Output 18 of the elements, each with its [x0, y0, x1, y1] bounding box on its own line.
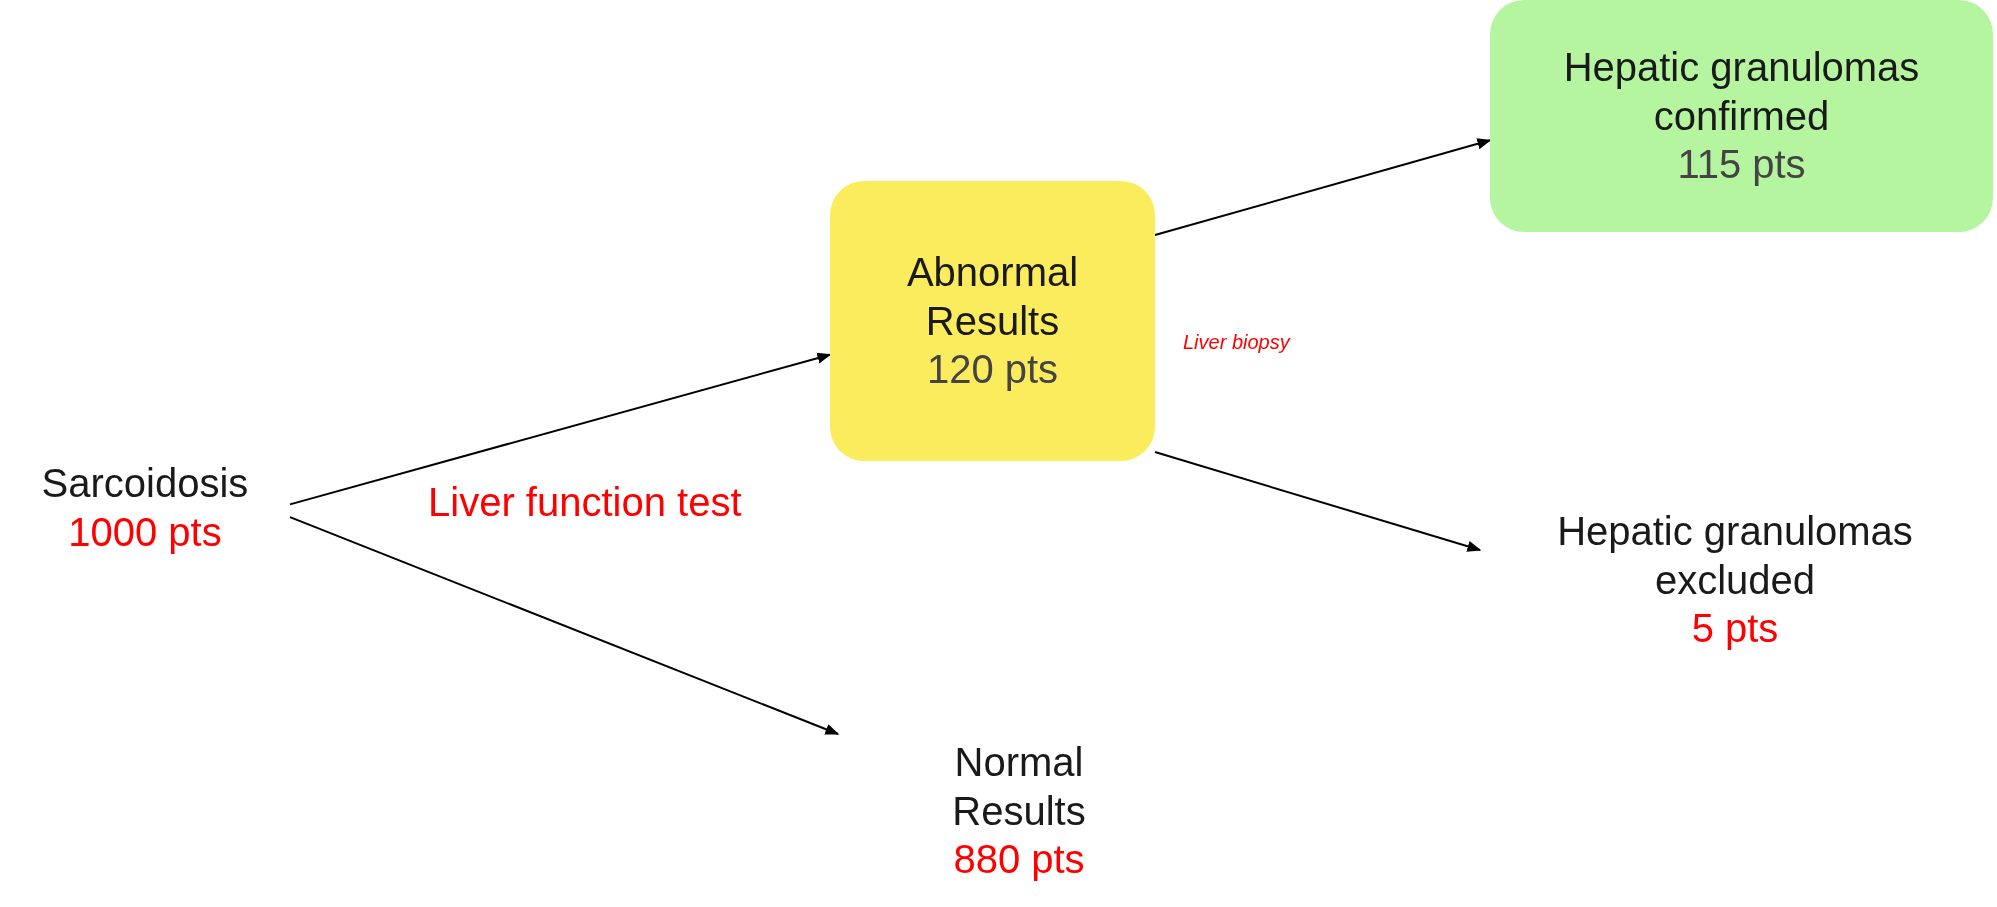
arrow — [289, 352, 832, 506]
patient-count: 1000 pts — [68, 508, 222, 556]
process-box — [830, 181, 1155, 461]
node-label: Abnormal Results — [905, 248, 1080, 345]
node-label: Normal Results — [951, 738, 1087, 835]
process-box — [1490, 0, 1993, 232]
patient-count: 115 pts — [1677, 141, 1806, 189]
node-label: Hepatic granulomas confirmed — [1562, 43, 1921, 140]
test-label: Liver function test — [428, 480, 742, 525]
arrow — [1154, 451, 1482, 552]
patient-count: 120 pts — [926, 346, 1059, 394]
arrow — [289, 516, 840, 735]
patient-count: 5 pts — [1691, 605, 1779, 653]
node-label: Hepatic granulomas excluded — [1556, 507, 1914, 604]
node-label: Sarcoidosis — [41, 459, 249, 507]
arrow — [1154, 138, 1492, 236]
procedure-label: Liver biopsy — [1183, 331, 1290, 354]
patient-count: 880 pts — [953, 836, 1085, 884]
